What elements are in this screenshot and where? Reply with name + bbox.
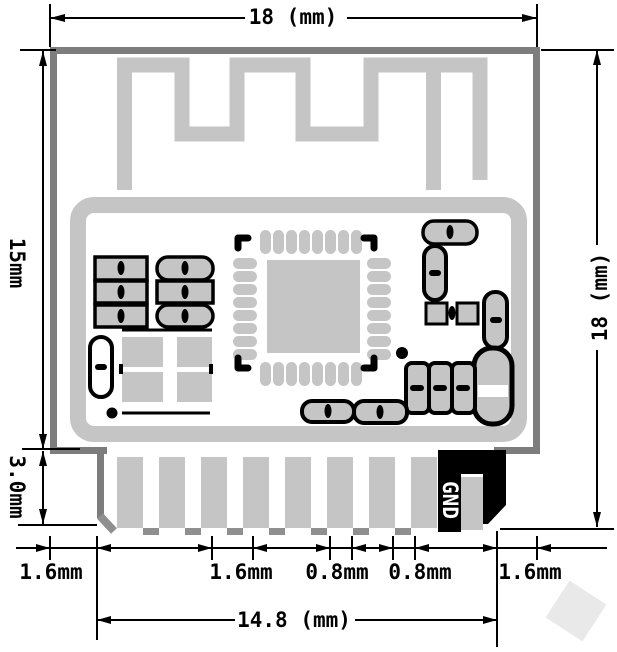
pin1-dot	[396, 347, 408, 359]
dim-label-bottom-margin-left: 1.6mm	[19, 560, 83, 584]
dim-label-left-upper-height: 15mm	[5, 237, 29, 289]
crystal-footprint	[106, 337, 213, 419]
dim-label-bottom-span: 14.8 (mm)	[237, 608, 351, 632]
right-component-bank	[300, 219, 515, 427]
gnd-pad-shape	[438, 450, 506, 532]
gnd-pad-label: GND	[438, 481, 462, 519]
dim-left-3mm	[18, 448, 97, 526]
rf-shield-ring	[70, 197, 527, 442]
left-component-bank	[88, 255, 215, 399]
watermark-diamond	[545, 580, 607, 642]
dim-label-right-height: 18 (mm)	[588, 252, 612, 342]
dim-bottom-span	[96, 531, 498, 647]
qfn-footprint	[233, 230, 408, 386]
dim-label-bottom-pad-gap: 0.8mm	[388, 560, 452, 584]
dim-top-width	[49, 4, 538, 47]
castellated-pads	[117, 457, 437, 535]
dim-bottom-ticks	[16, 536, 607, 560]
dim-label-left-lower-height: 3.0mm	[5, 455, 29, 519]
dim-right-height	[500, 49, 614, 530]
antenna-trace	[117, 57, 488, 190]
dim-label-bottom-pad-width: 0.8mm	[305, 560, 369, 584]
dimension-lines	[16, 4, 614, 647]
dim-left-15mm	[20, 49, 56, 449]
board-outline	[50, 47, 540, 534]
dim-label-bottom-margin-right: 1.6mm	[498, 560, 562, 584]
dim-label-bottom-pitch: 1.6mm	[209, 560, 273, 584]
dim-label-top-width: 18 (mm)	[248, 5, 338, 29]
